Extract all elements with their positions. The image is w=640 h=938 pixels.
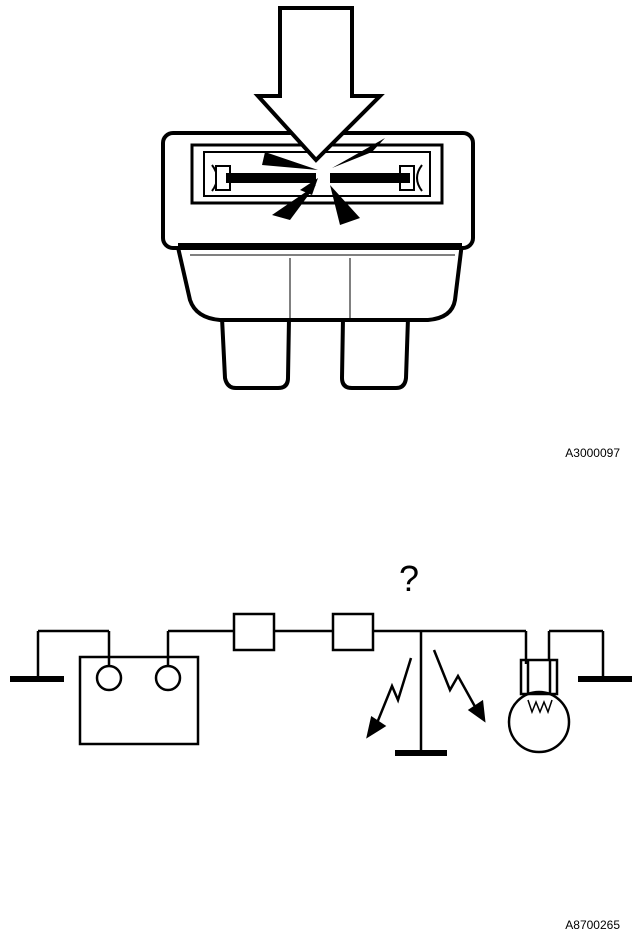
fuse-prong-right [340, 316, 410, 390]
battery [78, 655, 200, 746]
fuse-element-left [226, 173, 316, 183]
ground-right [578, 676, 632, 682]
battery-terminal-right [154, 664, 182, 692]
burst-icon [262, 138, 385, 225]
figure-code-2: A8700265 [565, 918, 620, 932]
question-mark: ? [399, 558, 420, 599]
short-circuit-arrow-left [366, 657, 413, 739]
component-1 [232, 612, 276, 652]
lamp-socket [519, 658, 559, 696]
ground-short [395, 750, 447, 756]
figure-code-1: A3000097 [565, 446, 620, 460]
press-arrow-icon [253, 6, 385, 163]
battery-terminal-left [95, 664, 123, 692]
component-2 [331, 612, 375, 652]
blade-fuse-figure [161, 6, 475, 390]
fuse-prong-left [220, 316, 291, 390]
lamp-bulb [507, 690, 571, 754]
fuse-element-right [330, 173, 410, 183]
circuit-diagram [10, 612, 632, 756]
fuse-lower-body [175, 241, 464, 322]
ground-left [10, 676, 64, 682]
short-circuit-arrow-right [432, 649, 486, 723]
